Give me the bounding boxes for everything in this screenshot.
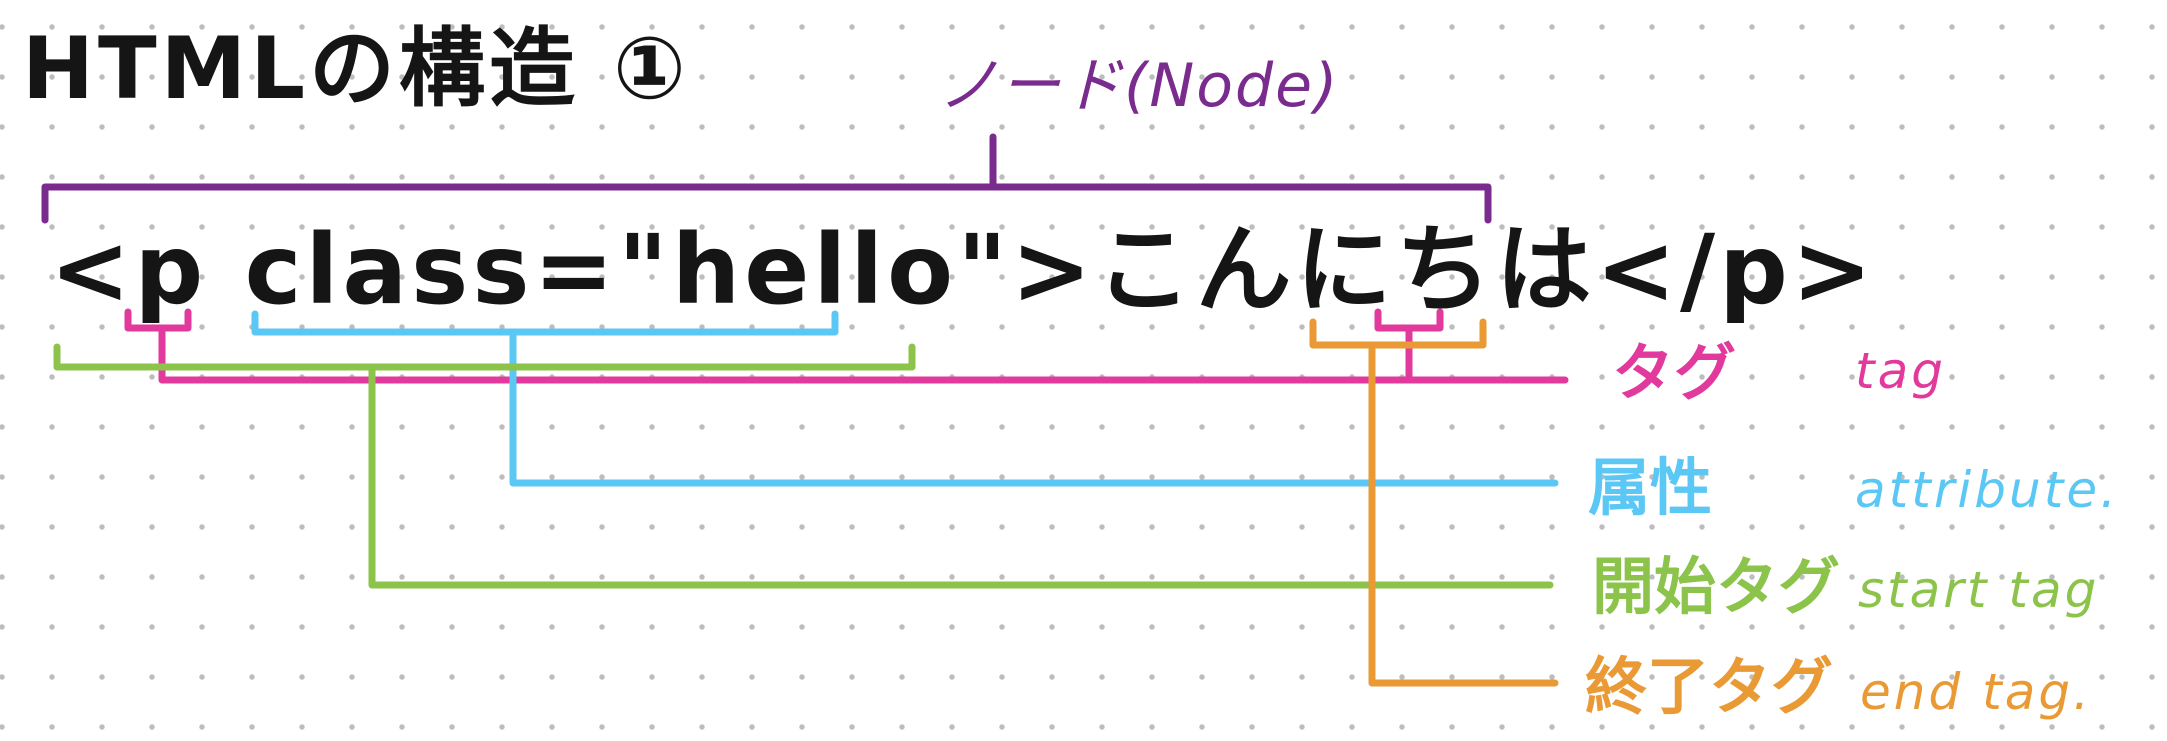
legend-end-tag-en: end tag.	[1860, 663, 2092, 721]
code-line: <p class="hello">こんにちは</p>	[50, 214, 1877, 326]
legend-start-tag-en: start tag	[1858, 561, 2100, 619]
legend-attribute-jp: 属性	[1588, 451, 1713, 524]
legend-start-tag-jp: 開始タグ	[1592, 550, 1841, 623]
legend-tag-jp: タグ	[1612, 336, 1737, 409]
attribute-bracket	[251, 310, 839, 336]
tag-bracket-open	[124, 308, 192, 332]
end-tag-bracket	[1309, 318, 1487, 349]
page-title: HTMLの構造 ①	[22, 19, 690, 119]
node-bracket	[41, 183, 1492, 224]
end-tag-connector-line	[1368, 341, 1559, 687]
tag-connector-line	[158, 324, 1569, 384]
node-label: ノード(Node)	[938, 51, 1340, 121]
legend-attribute-en: attribute.	[1855, 461, 2119, 519]
legend-tag-en: tag	[1855, 342, 1946, 400]
start-tag-bracket	[53, 343, 916, 371]
start-tag-connector-line	[368, 363, 1554, 589]
attribute-connector-line	[509, 328, 1559, 487]
legend-end-tag-jp: 終了タグ	[1585, 650, 1834, 723]
